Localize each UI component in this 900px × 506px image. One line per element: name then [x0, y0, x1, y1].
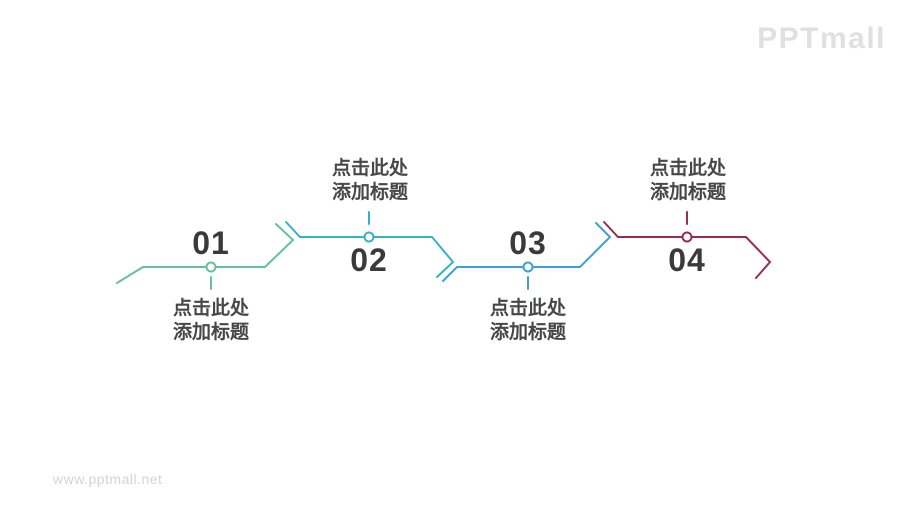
step-2-label-line2: 添加标题: [331, 182, 408, 203]
step-2-node-circle: [363, 231, 375, 243]
step-4-label: 点击此处 添加标题: [608, 157, 768, 205]
step-3-label-line2: 添加标题: [489, 322, 566, 343]
step-4-label-line1: 点击此处: [649, 158, 726, 179]
step-1-label: 点击此处 添加标题: [131, 297, 291, 345]
step-4-number: 04: [668, 242, 706, 278]
step-4-zigzag-line: [603, 221, 772, 279]
step-2-zigzag-line: [285, 221, 455, 278]
site-watermark: www.pptmall.net: [53, 471, 163, 487]
step-2-number: 02: [350, 242, 388, 278]
step-3-number: 03: [509, 225, 547, 261]
step-1-zigzag-line: [116, 223, 295, 284]
step-2-label-line1: 点击此处: [331, 158, 408, 179]
step-3-zigzag-line: [442, 222, 612, 282]
timeline-step-1-line: [116, 223, 295, 290]
timeline-step-2-line: [285, 211, 455, 278]
step-2-label: 点击此处 添加标题: [290, 157, 450, 205]
pptmall-logo: PPTmall: [757, 22, 886, 55]
step-1-number: 01: [192, 225, 230, 261]
step-1-label-line2: 添加标题: [172, 322, 249, 343]
timeline-step-3-line: [442, 222, 612, 290]
step-4-node-circle: [681, 231, 693, 243]
step-1-node-circle: [205, 261, 217, 273]
step-3-label: 点击此处 添加标题: [448, 297, 608, 345]
step-3-node-circle: [522, 261, 534, 273]
timeline-step-4-line: [603, 211, 772, 279]
step-1-label-line1: 点击此处: [172, 298, 249, 319]
step-4-label-line2: 添加标题: [649, 182, 726, 203]
step-3-label-line1: 点击此处: [489, 298, 566, 319]
